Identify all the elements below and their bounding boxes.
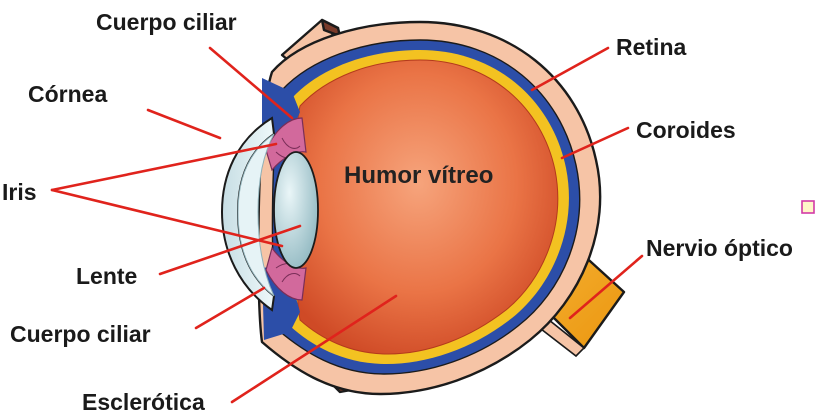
label-vitreous-humor: Humor vítreo <box>344 162 493 189</box>
label-cornea: Córnea <box>28 81 107 107</box>
label-lens: Lente <box>76 263 137 289</box>
label-iris: Iris <box>2 179 37 205</box>
label-choroid: Coroides <box>636 117 736 143</box>
leader-ciliary-bottom <box>196 288 264 328</box>
label-sclera: Esclerótica <box>82 389 205 415</box>
lens <box>274 152 318 268</box>
label-ciliary-body-top: Cuerpo ciliar <box>96 9 237 35</box>
label-optic-nerve: Nervio óptico <box>646 235 793 261</box>
leader-cornea <box>148 110 220 138</box>
label-ciliary-body-bottom: Cuerpo ciliar <box>10 321 151 347</box>
marker-box <box>802 201 814 213</box>
label-retina: Retina <box>616 34 687 60</box>
